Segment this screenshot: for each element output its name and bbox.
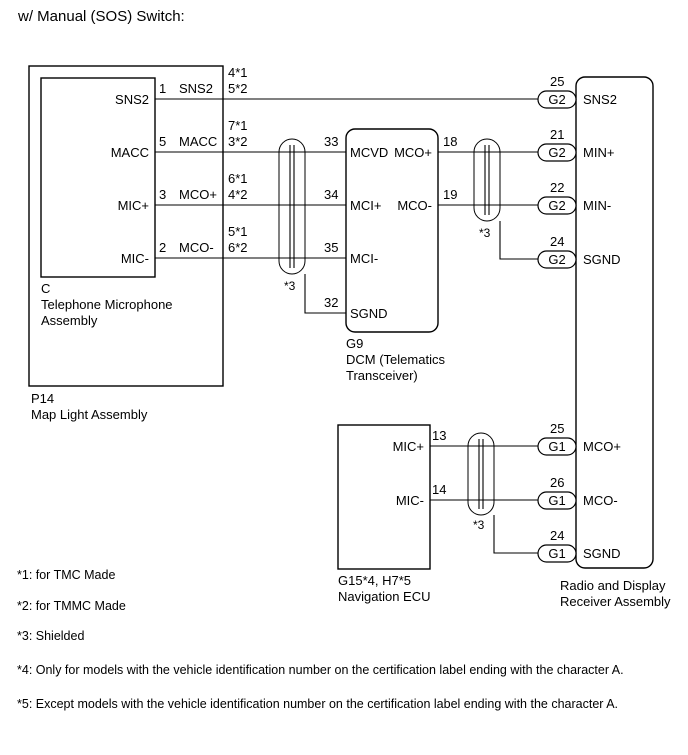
mic-pin-number: 2 — [159, 240, 166, 255]
shield-label: *3 — [284, 279, 296, 293]
radio-pin-number: 22 — [550, 180, 564, 195]
connector-label: G1 — [548, 546, 565, 561]
radio-pin-number: 21 — [550, 127, 564, 142]
footnote: *2: for TMMC Made — [17, 599, 126, 613]
radio-name-2: Receiver Assembly — [560, 594, 671, 609]
connector-g2 — [537, 196, 577, 215]
wire-signal-name: MCO+ — [179, 187, 217, 202]
map-light-assembly-box — [28, 65, 224, 387]
dcm-name-1: DCM (Telematics — [346, 352, 445, 367]
connector-g1 — [537, 437, 577, 456]
dcm-pin-number: 34 — [324, 187, 338, 202]
dcm-pin-label: MCO- — [397, 198, 432, 213]
wire-signal-name: SNS2 — [179, 81, 213, 96]
map-light-name: Map Light Assembly — [31, 407, 148, 422]
connector-label: G2 — [548, 198, 565, 213]
connector-label: G1 — [548, 439, 565, 454]
dcm-pin-number: 35 — [324, 240, 338, 255]
shield-label: *3 — [479, 226, 491, 240]
mic-pin-label-mic-plus: MIC+ — [118, 198, 149, 213]
microphone-assembly-box — [40, 77, 156, 278]
shield-tube — [473, 138, 501, 222]
radio-pin-label: SGND — [583, 546, 621, 561]
pin-variant-note: 6*1 — [228, 171, 248, 186]
mic-pin-label-macc: MACC — [111, 145, 149, 160]
nav-pin-label: MIC+ — [393, 439, 424, 454]
connector-g2 — [537, 250, 577, 269]
radio-pin-number: 24 — [550, 234, 564, 249]
mic-pin-label-sns2: SNS2 — [115, 92, 149, 107]
dcm-pin-label: MCO+ — [394, 145, 432, 160]
shield-tube — [467, 432, 495, 516]
mic-assembly-code: C — [41, 281, 50, 296]
mic-assembly-name-2: Assembly — [41, 313, 98, 328]
radio-pin-number: 25 — [550, 74, 564, 89]
navigation-ecu-box — [337, 424, 431, 570]
connector-label: G2 — [548, 92, 565, 107]
dcm-pin-number: 32 — [324, 295, 338, 310]
shield-ground-wire — [304, 274, 346, 314]
dcm-name-2: Transceiver) — [346, 368, 418, 383]
connector-g2 — [537, 90, 577, 109]
pin-variant-note: 6*2 — [228, 240, 248, 255]
connector-label: G2 — [548, 252, 565, 267]
mic-assembly-name-1: Telephone Microphone — [41, 297, 173, 312]
dcm-pin-label: SGND — [350, 306, 388, 321]
mic-pin-number: 5 — [159, 134, 166, 149]
pin-variant-note: 5*1 — [228, 224, 248, 239]
radio-pin-label: MCO- — [583, 493, 618, 508]
dcm-pin-number: 18 — [443, 134, 457, 149]
pin-variant-note: 7*1 — [228, 118, 248, 133]
shield-label: *3 — [473, 518, 485, 532]
radio-pin-label: MCO+ — [583, 439, 621, 454]
mic-pin-number: 3 — [159, 187, 166, 202]
radio-pin-label: MIN- — [583, 198, 611, 213]
dcm-pin-label: MCI- — [350, 251, 378, 266]
radio-pin-label: SGND — [583, 252, 621, 267]
pin-variant-note: 4*1 — [228, 65, 248, 80]
wire-signal-name: MACC — [179, 134, 217, 149]
wire-signal-name: MCO- — [179, 240, 214, 255]
dcm-code: G9 — [346, 336, 363, 351]
map-light-code: P14 — [31, 391, 54, 406]
dcm-pin-number: 19 — [443, 187, 457, 202]
radio-pin-label: MIN+ — [583, 145, 614, 160]
nav-pin-number: 14 — [432, 482, 446, 497]
dcm-pin-number: 33 — [324, 134, 338, 149]
pin-variant-note: 5*2 — [228, 81, 248, 96]
radio-pin-number: 26 — [550, 475, 564, 490]
shield-ground-wire — [493, 515, 538, 554]
connector-g1 — [537, 491, 577, 510]
footnote: *3: Shielded — [17, 629, 84, 643]
mic-pin-label-mic-minus: MIC- — [121, 251, 149, 266]
connector-g1 — [537, 544, 577, 563]
shield-tube — [278, 138, 306, 275]
dcm-box — [345, 128, 439, 333]
radio-pin-label: SNS2 — [583, 92, 617, 107]
dcm-pin-label: MCI+ — [350, 198, 381, 213]
connector-g2 — [537, 143, 577, 162]
dcm-pin-label: MCVD — [350, 145, 388, 160]
radio-receiver-box — [575, 76, 654, 569]
radio-pin-number: 25 — [550, 421, 564, 436]
shield-ground-wire — [499, 221, 538, 260]
footnote: *5: Except models with the vehicle ident… — [17, 697, 618, 711]
footnote: *4: Only for models with the vehicle ide… — [17, 663, 624, 677]
nav-pin-number: 13 — [432, 428, 446, 443]
nav-ecu-code: G15*4, H7*5 — [338, 573, 411, 588]
pin-variant-note: 4*2 — [228, 187, 248, 202]
diagram-title: w/ Manual (SOS) Switch: — [17, 8, 185, 25]
radio-pin-number: 24 — [550, 528, 564, 543]
pin-variant-note: 3*2 — [228, 134, 248, 149]
footnote: *1: for TMC Made — [17, 568, 115, 582]
connector-label: G1 — [548, 493, 565, 508]
nav-pin-label: MIC- — [396, 493, 424, 508]
nav-ecu-name: Navigation ECU — [338, 589, 431, 604]
connector-label: G2 — [548, 145, 565, 160]
radio-name-1: Radio and Display — [560, 578, 666, 593]
mic-pin-number: 1 — [159, 81, 166, 96]
